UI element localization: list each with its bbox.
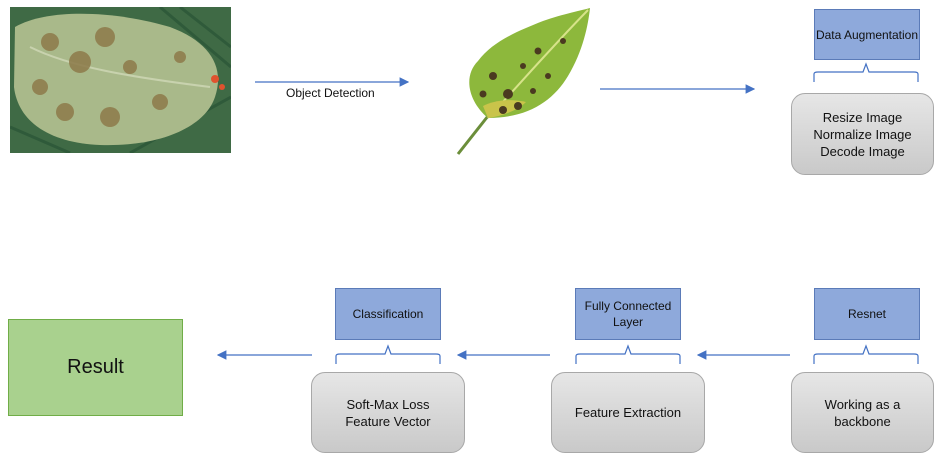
backbone-box: Working as a backbone xyxy=(791,372,934,453)
result-box: Result xyxy=(8,319,183,416)
step-normalize: Normalize Image xyxy=(813,126,912,142)
softmax-box: Soft-Max Loss Feature Vector xyxy=(311,372,465,453)
backbone-text: Working as a backbone xyxy=(824,396,901,429)
augmentation-steps-box: Resize Image Normalize Image Decode Imag… xyxy=(791,93,934,175)
object-detection-label: Object Detection xyxy=(286,86,375,100)
fully-connected-box: Fully Connected Layer xyxy=(575,288,681,340)
feature-vector-text: Feature Vector xyxy=(345,413,431,429)
feature-extraction-box: Feature Extraction xyxy=(551,372,705,453)
classification-box: Classification xyxy=(335,288,441,340)
leaf-field-photo xyxy=(10,7,231,153)
step-resize: Resize Image xyxy=(822,109,903,125)
data-augmentation-box: Data Augmentation xyxy=(814,9,920,60)
brace-fully-connected xyxy=(575,344,681,364)
resnet-box: Resnet xyxy=(814,288,920,340)
brace-augmentation xyxy=(813,62,919,82)
feature-extraction-text: Feature Extraction xyxy=(574,405,682,420)
detected-leaf-image xyxy=(448,6,596,158)
brace-resnet xyxy=(813,344,919,364)
step-decode: Decode Image xyxy=(820,143,905,159)
softmax-loss-text: Soft-Max Loss xyxy=(346,396,430,412)
brace-classification xyxy=(335,344,441,364)
